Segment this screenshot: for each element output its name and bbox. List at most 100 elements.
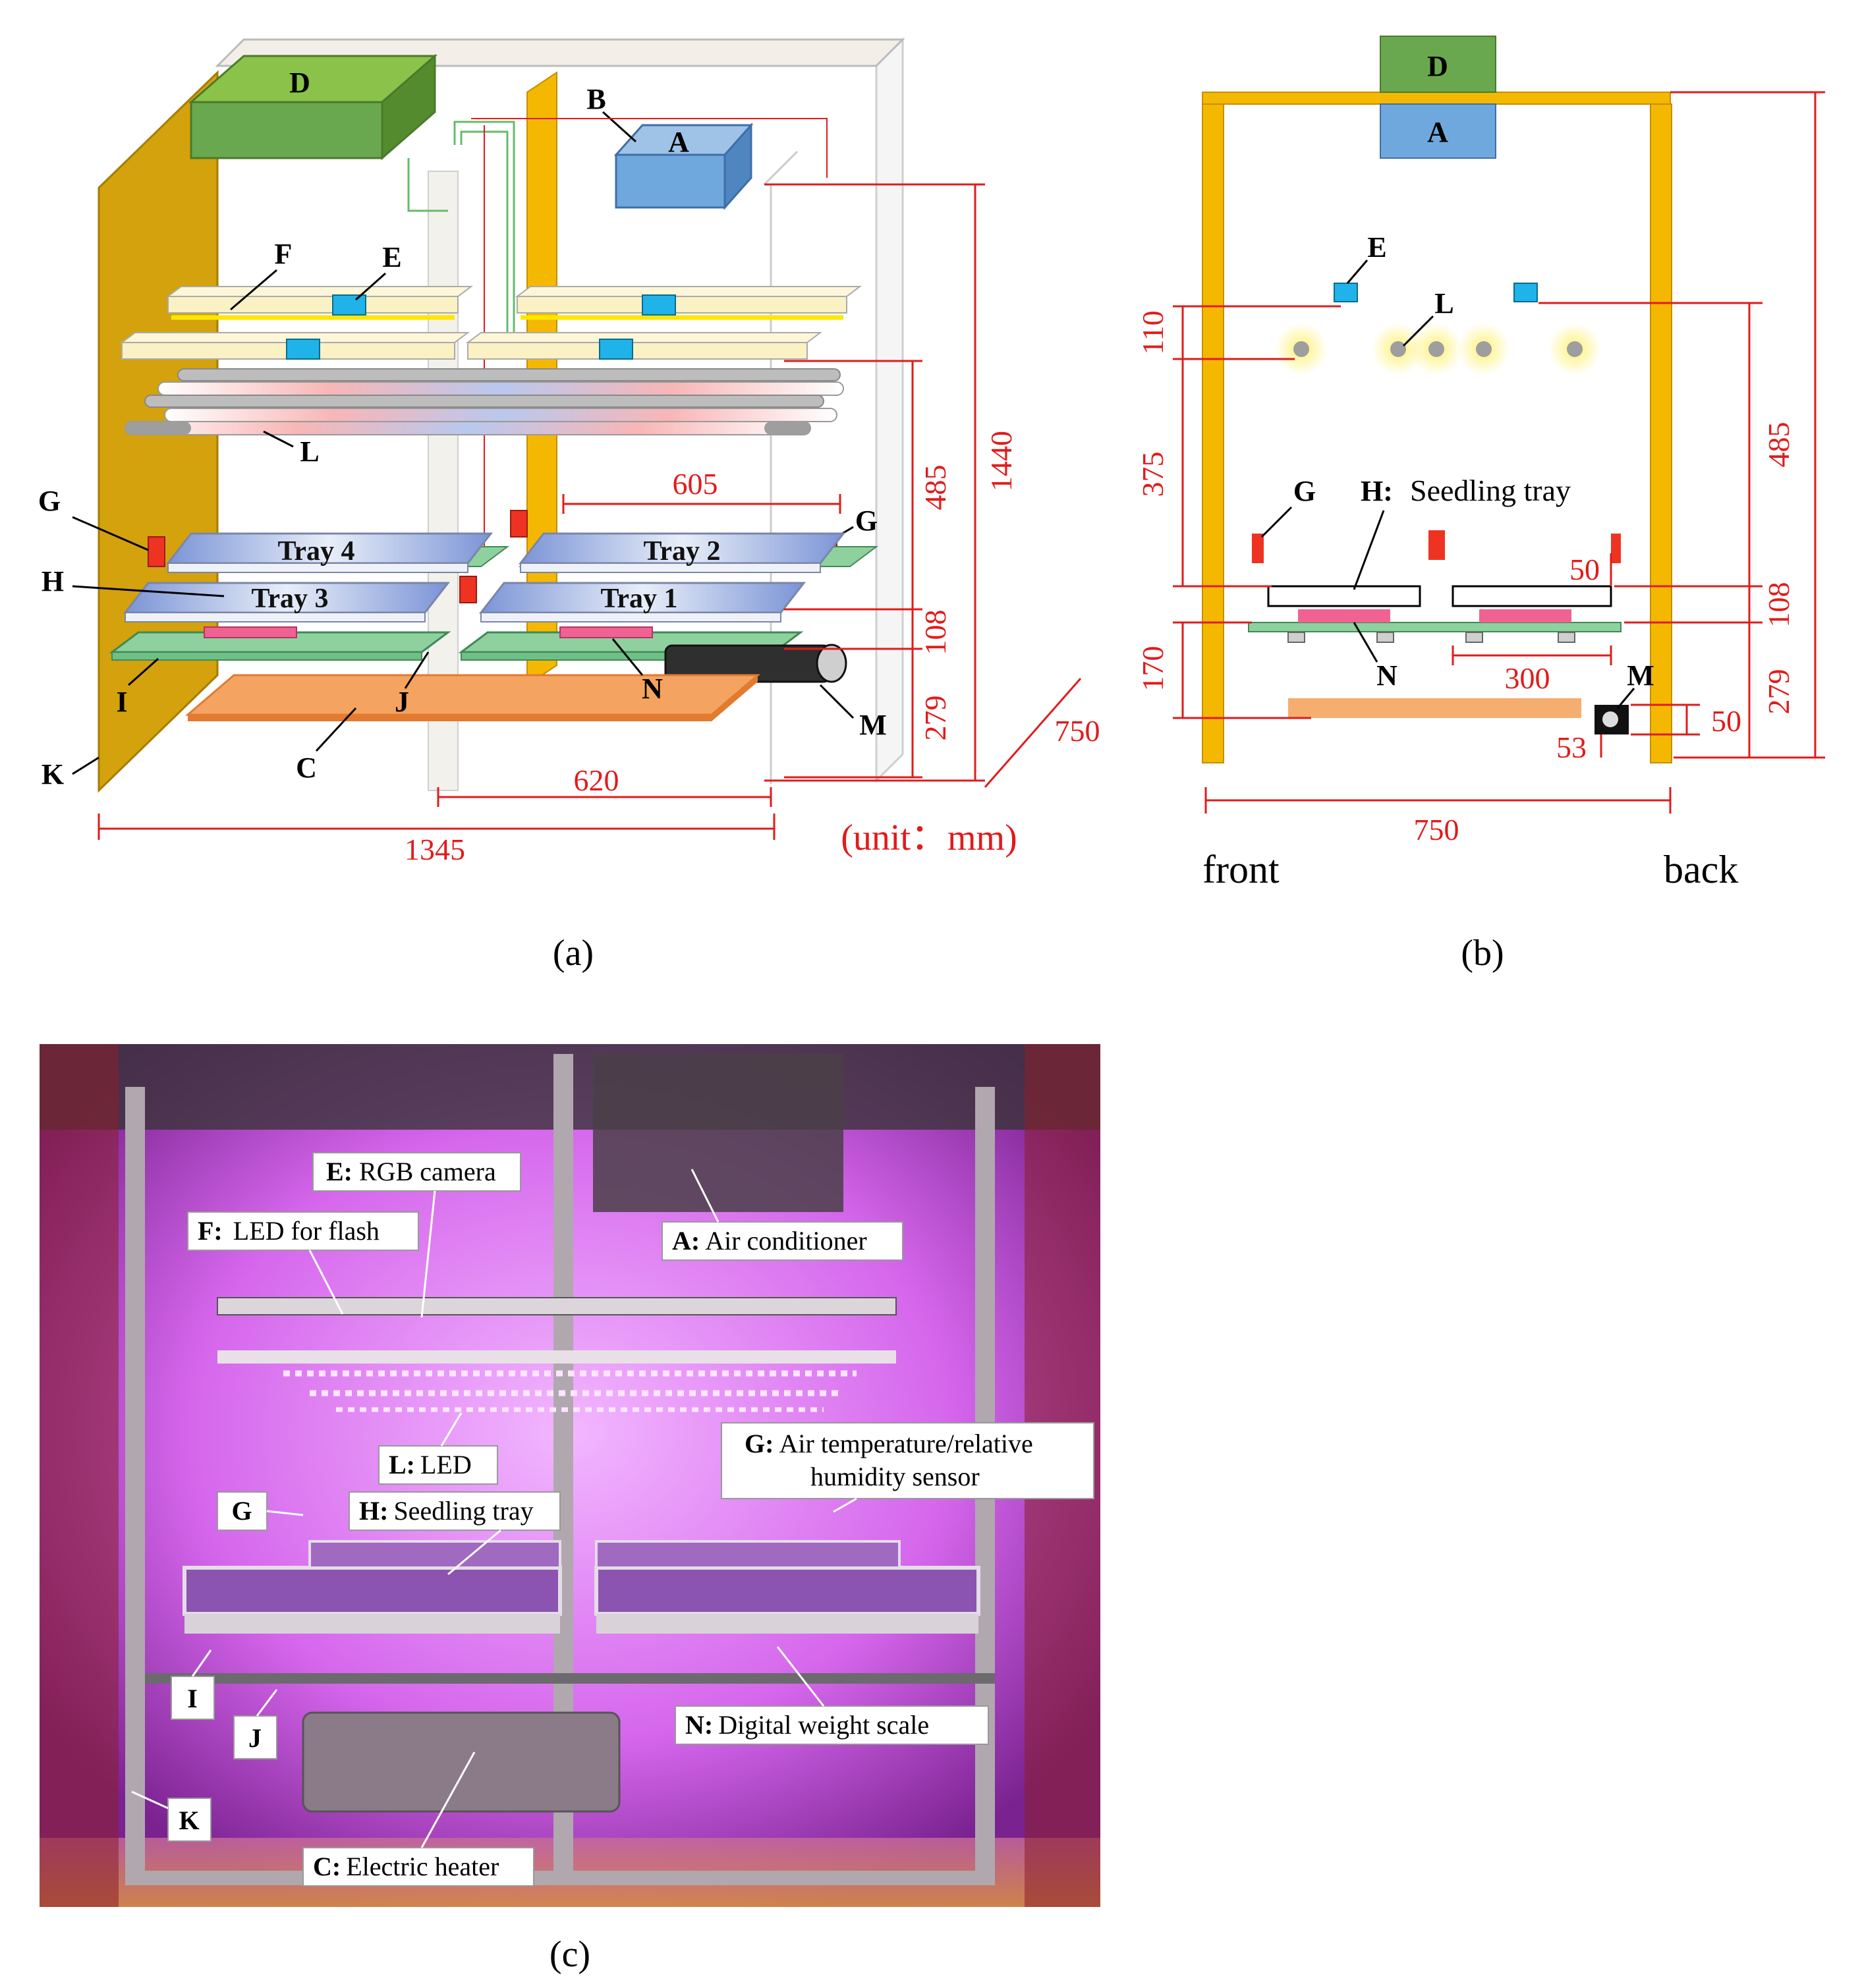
- label-f: F: [275, 238, 293, 270]
- callout-f-key: F:: [198, 1216, 223, 1246]
- label-c: C: [296, 752, 317, 784]
- svg-text:A:Air conditioner: A:Air conditioner: [672, 1226, 867, 1256]
- callout-c-text: Electric heater: [346, 1852, 499, 1881]
- scale-n-2: [559, 626, 653, 638]
- callout-h-text: Seedling tray: [393, 1496, 533, 1526]
- callout-g-key: G:: [745, 1429, 774, 1458]
- label-l-b: L: [1434, 287, 1453, 319]
- label-i: I: [116, 686, 127, 718]
- led-tubes-side: [1275, 323, 1601, 375]
- label-g-b: G: [1293, 475, 1316, 507]
- svg-text:H:Seedling tray: H:Seedling tray: [359, 1496, 534, 1526]
- label-m-b: M: [1627, 659, 1654, 692]
- svg-text:E:RGB camera: E:RGB camera: [326, 1157, 496, 1186]
- camera-e-1: [332, 294, 366, 316]
- callout-g-text2: humidity sensor: [810, 1462, 980, 1491]
- tray-side-1: [1267, 585, 1421, 607]
- label-h-b: H:: [1361, 475, 1393, 507]
- scale-n-b1: [1298, 609, 1390, 622]
- panel-c-callouts: E:RGB camera F: LED for flash A:Air condi…: [131, 1152, 1094, 1975]
- callout-c-key: C:: [313, 1852, 341, 1881]
- callout-l-key: L:: [389, 1450, 415, 1479]
- svg-text:N:Digital weight scale: N:Digital weight scale: [685, 1710, 929, 1740]
- dim-110: 110: [1136, 310, 1170, 354]
- label-m: M: [859, 709, 887, 741]
- sensor-g-b2: [1428, 530, 1445, 560]
- dim-375: 375: [1136, 452, 1170, 497]
- label-back: back: [1664, 848, 1738, 891]
- label-a: A: [668, 126, 689, 158]
- svg-text:C:Electric heater: C:Electric heater: [313, 1852, 499, 1881]
- callout-e-key: E:: [326, 1157, 353, 1186]
- label-h-text-b: Seedling tray: [1410, 474, 1571, 507]
- svg-text:L:LED: L:LED: [389, 1450, 472, 1479]
- dim-108-b: 108: [1762, 582, 1795, 628]
- camera-e-4: [599, 339, 633, 360]
- dim-485-a: 485: [918, 465, 952, 511]
- sensor-g-2: [510, 510, 528, 538]
- dim-605: 605: [673, 467, 718, 501]
- module-a-side: [1380, 103, 1496, 159]
- scale-n-b2: [1479, 609, 1571, 622]
- tray-side-2: [1452, 585, 1612, 607]
- label-g-2: G: [855, 505, 878, 537]
- callout-j: J: [248, 1723, 262, 1753]
- dim-750-a: 750: [1055, 714, 1100, 748]
- svg-text:G:Air temperature/relative: G:Air temperature/relative: [745, 1429, 1033, 1458]
- heater-c: [188, 675, 758, 721]
- dim-279-a: 279: [918, 696, 952, 741]
- sensor-g-b3: [1611, 534, 1621, 563]
- label-b: B: [586, 83, 606, 115]
- scale-n-1: [204, 626, 297, 638]
- label-l: L: [300, 435, 319, 468]
- sensor-g-1: [148, 536, 165, 567]
- caption-a: (a): [553, 933, 594, 974]
- dimensions-a: 1440 485 108 279 605 620 1345 75: [98, 183, 1100, 866]
- dim-279-b: 279: [1762, 669, 1795, 715]
- label-n-b: N: [1376, 659, 1397, 692]
- label-a-b: A: [1427, 116, 1448, 148]
- callout-i: I: [187, 1684, 198, 1713]
- post-back: [1650, 103, 1672, 763]
- caption-c: (c): [550, 1934, 590, 1975]
- label-j: J: [395, 686, 409, 718]
- camera-e-3: [286, 339, 320, 360]
- unit-label: (unit：mm): [841, 817, 1017, 858]
- sensor-g-b1: [1252, 534, 1264, 563]
- callout-f-text: LED for flash: [233, 1216, 380, 1246]
- label-h: H: [42, 565, 64, 597]
- dim-170: 170: [1136, 646, 1170, 692]
- dim-108-a: 108: [918, 610, 952, 655]
- dim-485-b: 485: [1762, 422, 1795, 468]
- caption-b: (b): [1461, 933, 1504, 974]
- callout-g-text1: Air temperature/relative: [779, 1429, 1032, 1458]
- dim-50-a: 50: [1569, 553, 1600, 586]
- callout-l-text: LED: [420, 1450, 472, 1479]
- sensor-g-3: [459, 576, 477, 603]
- dim-53: 53: [1556, 731, 1587, 764]
- callout-n-key: N:: [685, 1710, 713, 1740]
- label-e: E: [382, 241, 401, 273]
- dim-300: 300: [1505, 661, 1550, 695]
- svg-text:F:LED for flash: F: LED for flash: [198, 1216, 380, 1246]
- panel-b: D A E L G H: Seedling tray: [1136, 36, 1825, 974]
- callout-a-key: A:: [672, 1226, 700, 1256]
- tray-4-label: Tray 4: [277, 536, 354, 566]
- panel-a: D A B F E: [38, 37, 1100, 974]
- label-g-1: G: [38, 485, 61, 517]
- callout-k: K: [179, 1806, 199, 1835]
- label-d-b: D: [1427, 50, 1448, 82]
- dim-750-b: 750: [1414, 813, 1459, 846]
- tray-3-label: Tray 3: [251, 584, 328, 614]
- tray-1-label: Tray 1: [600, 584, 677, 614]
- heater-c-side: [1288, 698, 1581, 718]
- dimensions-b: 110 375 170 485 108 279 50: [1136, 91, 1825, 846]
- dim-620: 620: [574, 763, 619, 797]
- tray-2-label: Tray 2: [643, 536, 720, 566]
- dim-50-b: 50: [1711, 704, 1741, 738]
- callout-h-key: H:: [359, 1496, 388, 1526]
- callout-e-text: RGB camera: [359, 1157, 496, 1186]
- callout-n-text: Digital weight scale: [718, 1710, 929, 1740]
- post-front: [1202, 103, 1224, 763]
